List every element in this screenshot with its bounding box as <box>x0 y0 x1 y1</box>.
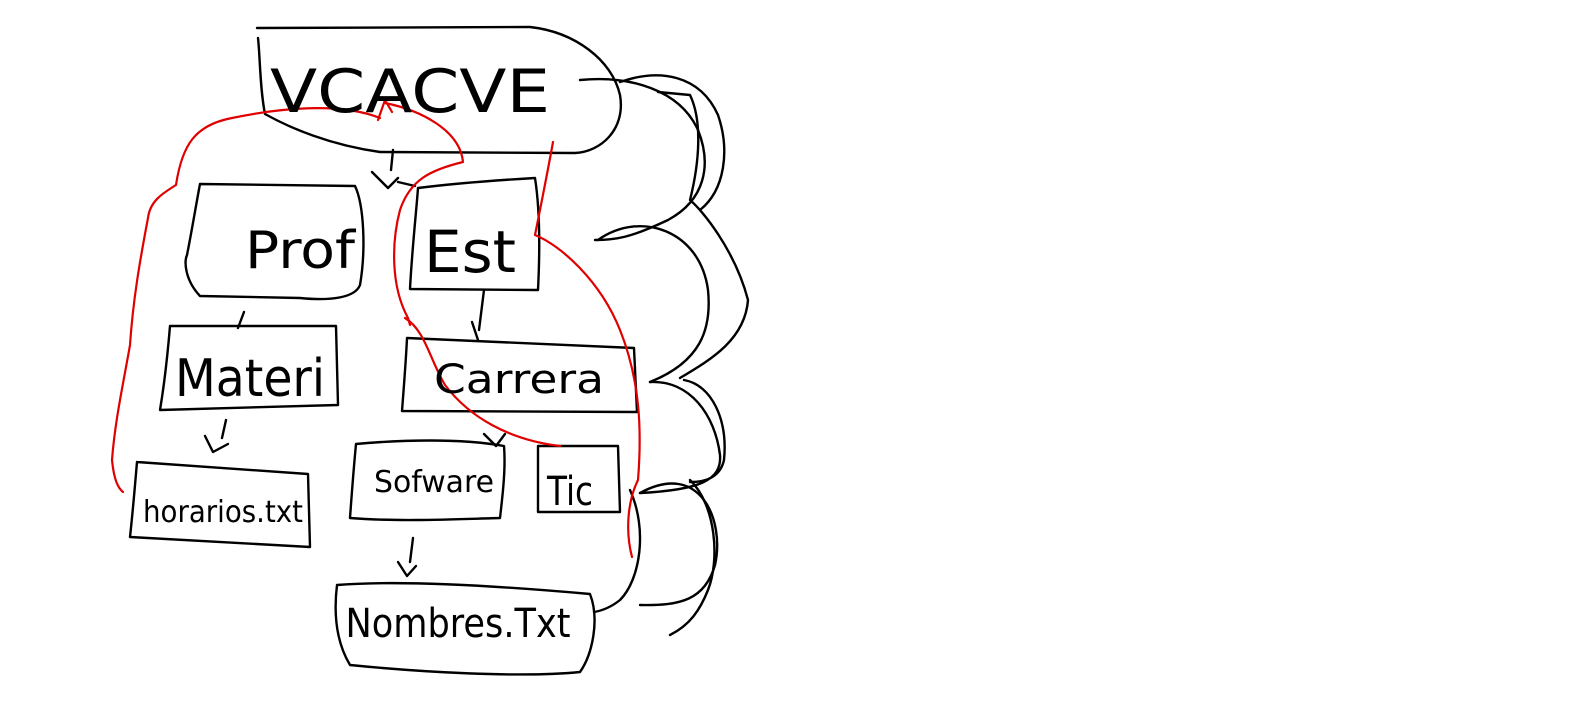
connector-est-carrera <box>470 288 486 342</box>
bracket-curve-3 <box>656 90 750 380</box>
red-annotation-carrera-loop <box>403 316 562 448</box>
connector-carrera-software <box>482 432 507 448</box>
connector-prof-materi <box>236 310 246 330</box>
bracket-curve-5 <box>638 380 722 495</box>
red-annotation-middle-loop <box>383 101 465 327</box>
node-root-shape <box>255 25 623 155</box>
node-materi-label: Materi <box>175 349 325 409</box>
bracket-curve-7 <box>638 482 719 607</box>
bracket-curve-9 <box>668 478 716 637</box>
node-carrera-shape <box>400 336 639 414</box>
connector-root-down <box>370 148 417 190</box>
node-tic-shape <box>536 444 622 514</box>
node-root-label: VCACVE <box>270 57 550 127</box>
node-tic-label: Tic <box>546 469 593 515</box>
node-materi-shape <box>158 324 340 412</box>
connector-materi-horarios <box>203 418 230 454</box>
node-prof-shape <box>184 182 365 301</box>
bracket-curve-4 <box>596 225 710 384</box>
node-nombres-shape <box>334 581 596 676</box>
bracket-curve-2 <box>618 74 726 212</box>
red-annotation-arrow-up <box>376 98 394 122</box>
bracket-curve-8 <box>592 488 642 614</box>
node-est-label: Est <box>424 218 516 286</box>
node-software-shape <box>348 439 506 522</box>
node-horarios-label: horarios.txt <box>143 495 303 530</box>
bracket-curve-6 <box>682 378 726 484</box>
node-prof-label: Prof <box>245 221 357 281</box>
red-annotation-left-loop <box>110 107 382 494</box>
node-carrera-label: Carrera <box>434 357 604 403</box>
node-nombres-label: Nombres.Txt <box>346 601 571 647</box>
node-software-label: Sofware <box>374 465 494 500</box>
red-annotation-right-loop <box>533 140 641 559</box>
bracket-curve-1 <box>578 77 706 242</box>
node-horarios-shape <box>128 460 312 549</box>
connector-software-nombres <box>396 536 418 578</box>
